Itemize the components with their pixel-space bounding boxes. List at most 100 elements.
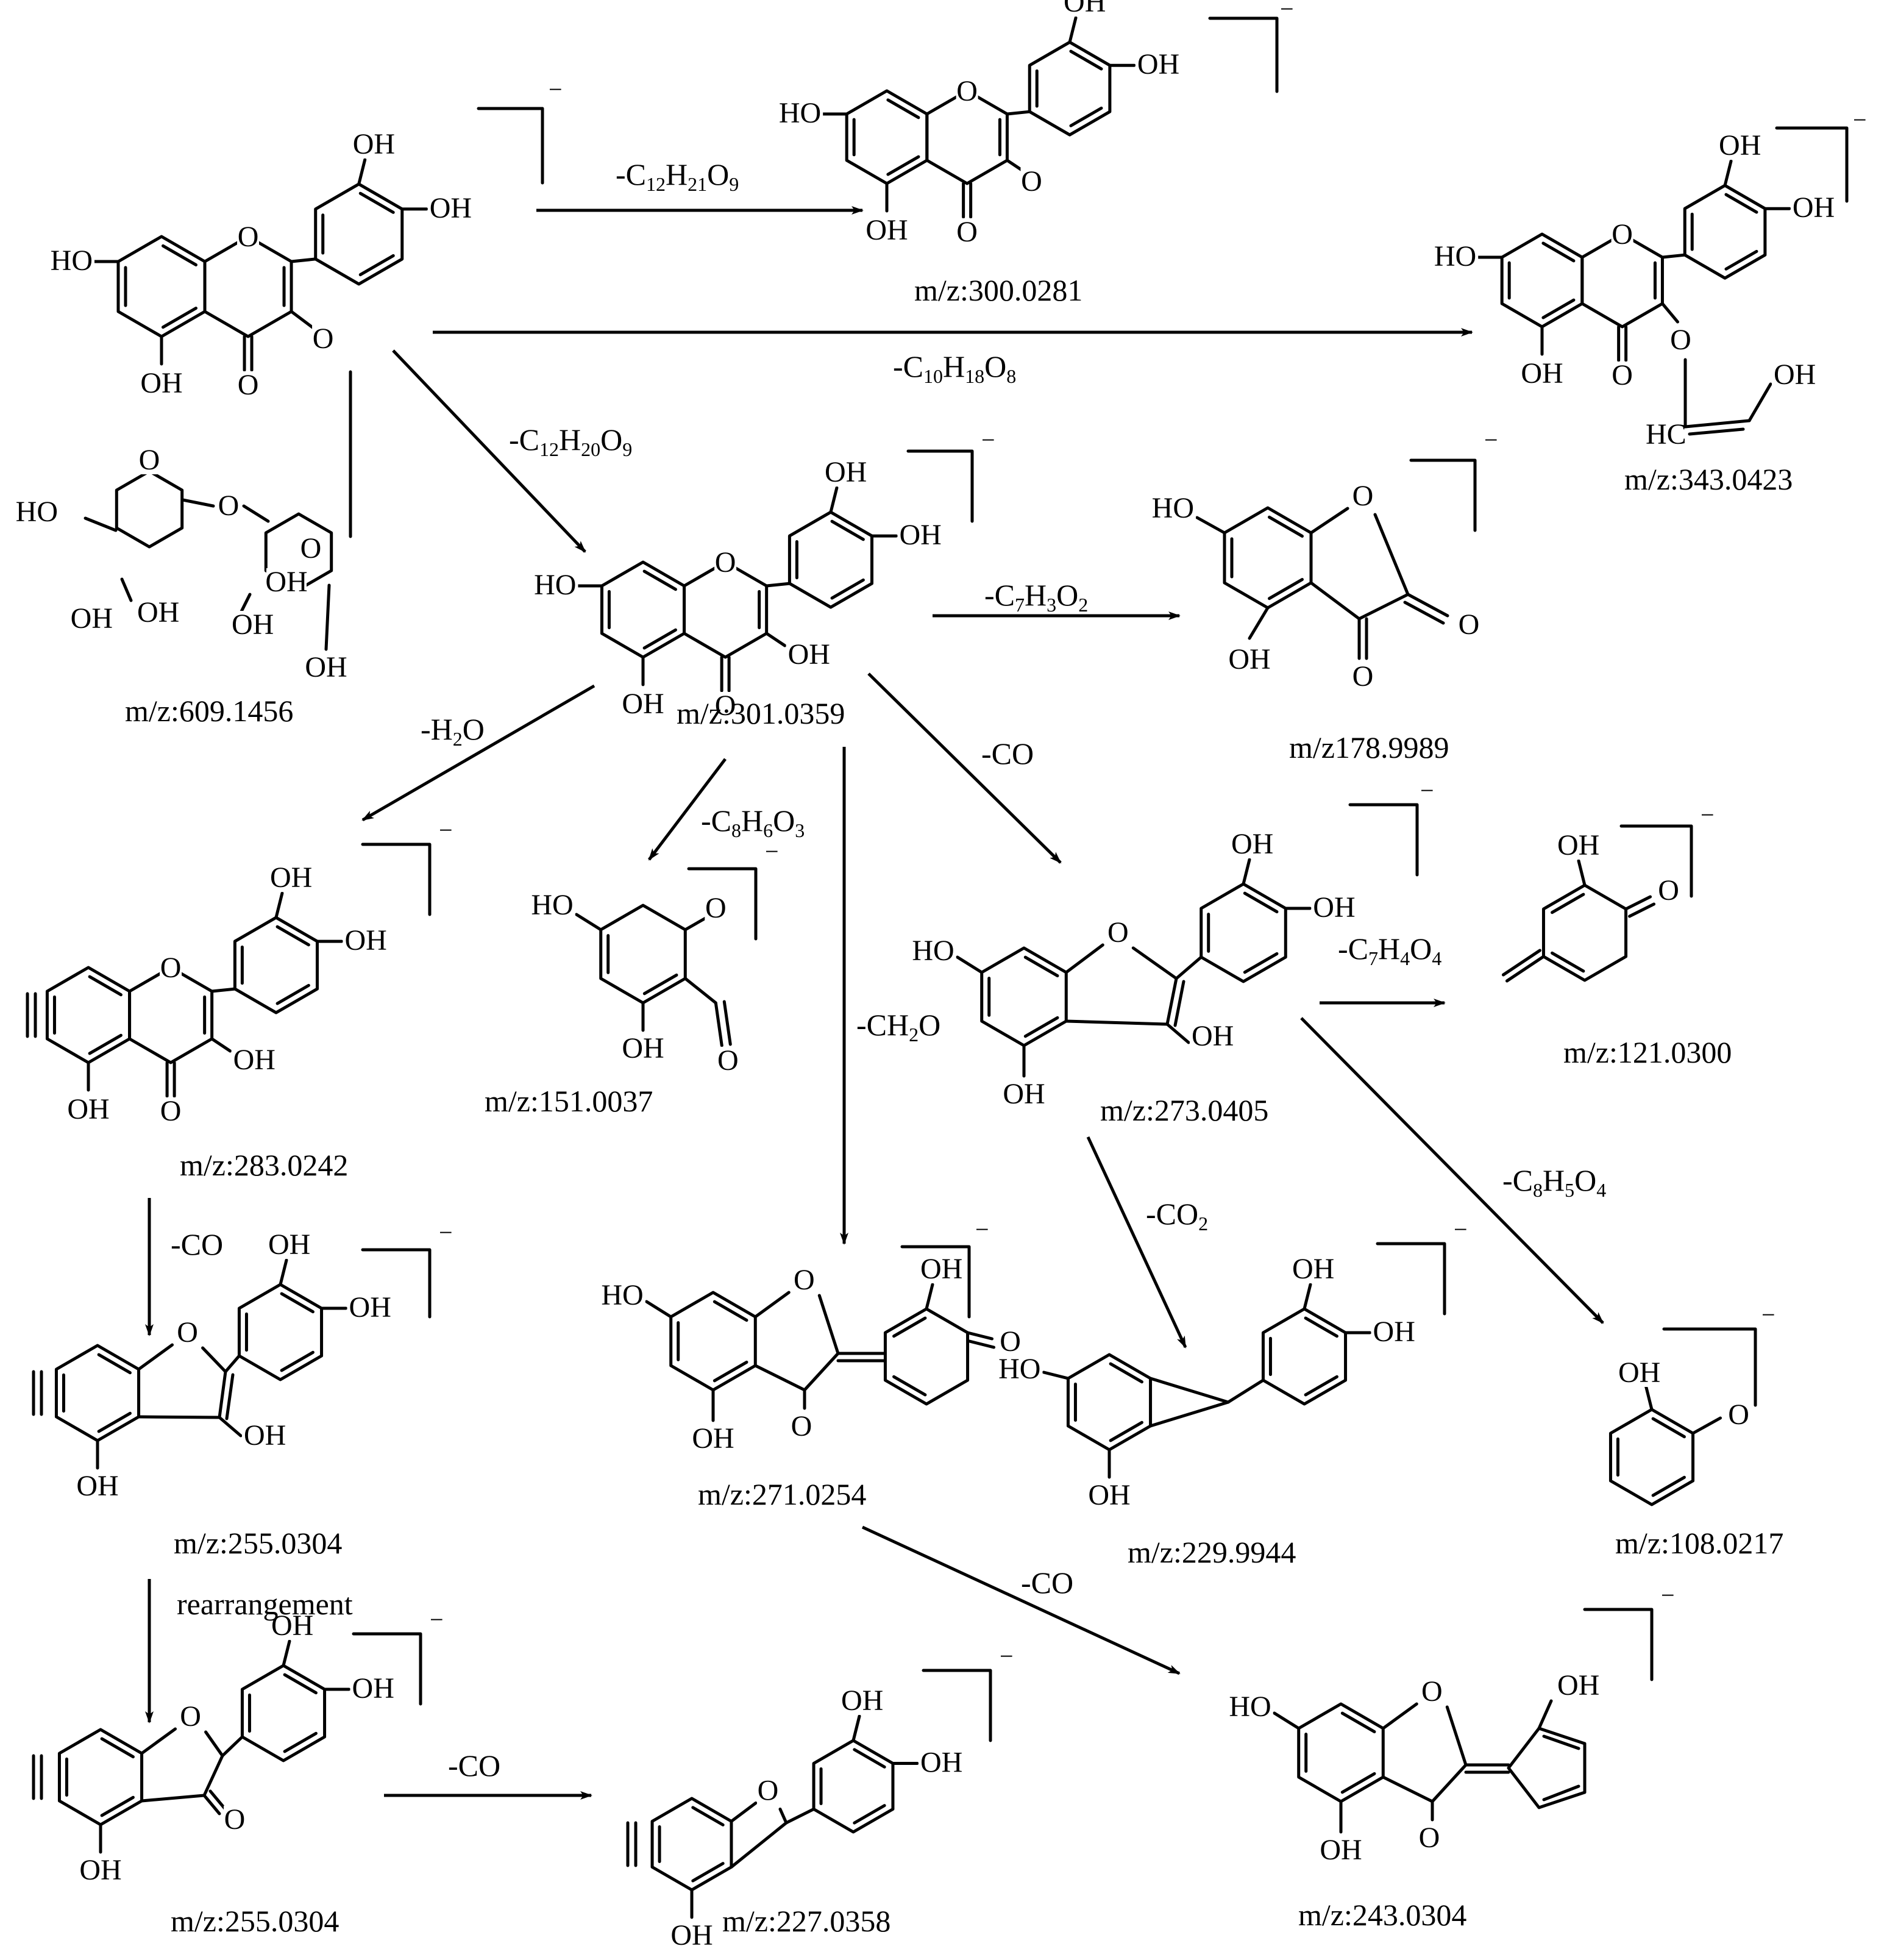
mz-label-300: m/z:300.0281	[914, 273, 1082, 307]
atom-label-o: O	[715, 546, 736, 579]
charge-bracket	[1208, 16, 1279, 93]
cyclopentadiene-ring	[1507, 1727, 1587, 1809]
atom-label-oh: OH	[692, 1422, 734, 1455]
double-bond-line	[275, 983, 310, 1005]
atom-label-ho: HO	[779, 97, 821, 129]
double-bond-line	[1724, 193, 1758, 214]
formula-subscript: 3	[1047, 594, 1056, 616]
atom-label-backing	[230, 611, 270, 639]
atom-label-backing	[1727, 1401, 1750, 1429]
atom-label-oh: OH	[670, 1919, 713, 1951]
formula-subscript: 3	[795, 819, 805, 841]
negative-charge-sign: −	[1000, 1642, 1014, 1670]
mz-label-121: m/z:121.0300	[1563, 1035, 1732, 1069]
atom-label-backing	[918, 1748, 959, 1777]
arrow-301-to-151	[648, 758, 727, 861]
bond-line	[1445, 1705, 1468, 1767]
atom-label-backing	[1020, 168, 1043, 196]
atom-label-oh: OH	[920, 1747, 962, 1779]
atom-label-backing	[268, 864, 308, 893]
mz-label-243: m/z:243.0304	[1298, 1898, 1466, 1932]
arrow-271-to-243	[861, 1525, 1181, 1675]
atom-label-backing	[1311, 894, 1352, 922]
atom-label-backing	[839, 1687, 880, 1715]
double-bond-line	[1724, 249, 1758, 271]
formula-text: H	[1378, 932, 1400, 966]
atom-label-backing	[919, 1255, 959, 1283]
atom-label-backing	[231, 1046, 272, 1074]
bond-line	[966, 1331, 994, 1341]
atom-label-backing	[343, 927, 383, 955]
atom-label-backing	[535, 891, 575, 919]
aromatic-ring	[1066, 1353, 1153, 1452]
atom-label-ho: HO	[51, 244, 93, 277]
atom-label-backing	[54, 247, 94, 275]
double-bond-line	[1340, 1711, 1376, 1734]
atom-label-oh: OH	[1231, 828, 1273, 860]
atom-label-o: O	[1612, 359, 1633, 391]
loss-label-co-271: -CO	[1021, 1566, 1073, 1600]
mz-label-273: m/z:273.0405	[1100, 1093, 1268, 1127]
atom-label-o: O	[224, 1803, 246, 1836]
loss-label-co-301: -CO	[981, 736, 1034, 771]
atom-label-backing	[179, 1703, 202, 1731]
formula-subscript: 8	[1533, 1179, 1543, 1201]
atom-label-oh: OH	[1088, 1479, 1130, 1511]
atom-label-oh: OH	[67, 1093, 109, 1125]
atom-label-oh: OH	[1521, 357, 1563, 390]
mz-label-108: m/z:108.0217	[1615, 1526, 1783, 1560]
atom-label-oh: OH	[1557, 829, 1599, 861]
aromatic-ring	[45, 966, 132, 1064]
atom-label-backing	[266, 568, 307, 596]
atom-label-oh: OH	[232, 608, 274, 641]
mz-label-271: m/z:271.0254	[698, 1477, 866, 1511]
negative-charge-sign: −	[975, 1216, 989, 1243]
double-bond-line	[886, 98, 920, 119]
atom-label-o: O	[1658, 874, 1679, 907]
charge-bracket	[1348, 803, 1419, 877]
double-bond-line	[100, 1795, 135, 1817]
atom-label-backing	[956, 218, 978, 246]
atom-label-backing	[237, 223, 260, 251]
bond-line	[357, 158, 367, 186]
double-bond-line	[1023, 955, 1059, 978]
aromatic-ring	[1223, 506, 1313, 610]
atom-label-oh: OH	[137, 596, 179, 629]
aromatic-ring	[1608, 1408, 1695, 1506]
bond-line	[1064, 943, 1104, 974]
double-bond-line	[1069, 106, 1103, 127]
negative-charge-sign: −	[1420, 777, 1434, 804]
double-bond-line	[642, 973, 678, 996]
bond-line	[210, 987, 236, 993]
bond-line	[1542, 1734, 1580, 1750]
aromatic-ring	[240, 1664, 327, 1762]
bond-line	[1381, 1775, 1434, 1803]
formula-subscript: 2	[909, 1024, 919, 1046]
atom-label-o: O	[300, 532, 322, 565]
double-bond-line	[830, 578, 865, 600]
atom-label-o: O	[313, 323, 334, 355]
bond-line	[1644, 1383, 1654, 1411]
bond-line	[1195, 516, 1226, 535]
atom-label-backing	[1611, 221, 1633, 249]
bond-line	[1273, 1711, 1301, 1730]
double-bond-line	[1109, 1362, 1143, 1384]
molecule-bonds	[26, 16, 1791, 1919]
double-bond-line	[1551, 893, 1585, 914]
atom-label-backing	[77, 1472, 118, 1500]
atom-label-o: O	[139, 444, 160, 476]
bond-line	[645, 1300, 673, 1319]
atom-label-backing	[242, 1422, 282, 1450]
loss-label-c12h20o9: -C12H20O9	[509, 422, 632, 460]
aromatic-ring	[116, 235, 207, 338]
atom-label-ho: HO	[912, 935, 954, 967]
formula-text: O	[600, 422, 622, 457]
double-bond-line	[100, 1737, 135, 1759]
bond-line	[1357, 593, 1410, 621]
atom-label-backing	[1669, 326, 1692, 354]
formula-text: -C	[701, 804, 731, 838]
atom-label-backing	[347, 1294, 388, 1322]
atom-label-backing	[1232, 1693, 1273, 1721]
arrow-301-to-273	[867, 672, 1062, 864]
